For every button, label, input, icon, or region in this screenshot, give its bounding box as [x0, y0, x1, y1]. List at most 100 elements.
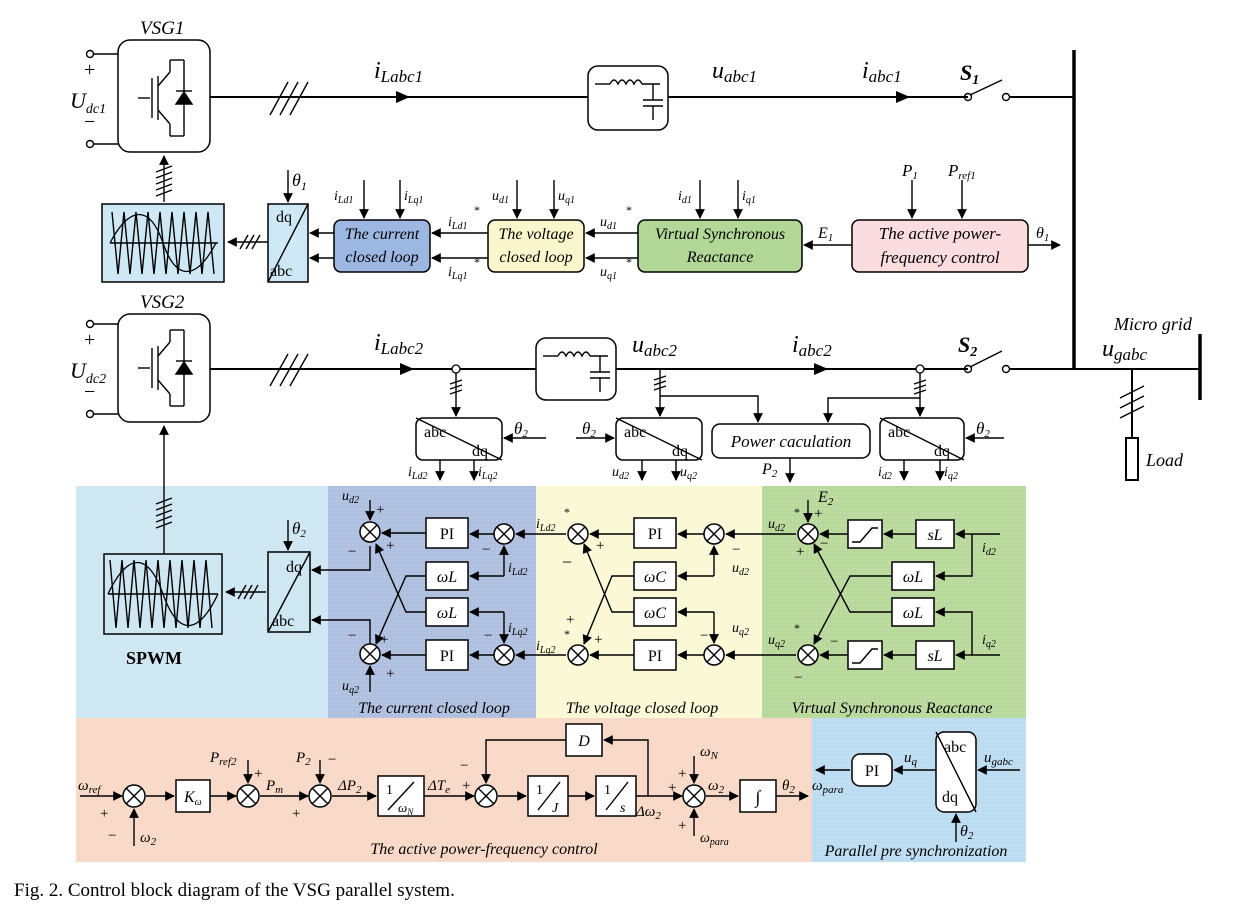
svg-text:−: −: [820, 536, 828, 552]
svg-text:+: +: [84, 59, 95, 81]
svg-text:−: −: [484, 628, 492, 644]
svg-text:+: +: [566, 612, 574, 628]
svg-text:*: *: [626, 203, 632, 217]
spwm-label: SPWM: [126, 648, 182, 668]
svg-text:P2: P2: [295, 750, 311, 768]
svg-text:Kω: Kω: [183, 789, 202, 808]
svg-text:ωref: ωref: [78, 778, 102, 796]
svg-text:ωC: ωC: [644, 569, 666, 586]
svg-text:iLq2: iLq2: [508, 621, 527, 638]
svg-text:*: *: [474, 203, 480, 217]
svg-text:−: −: [348, 544, 356, 560]
svg-text:−: −: [700, 628, 708, 644]
svg-text:ΔTe: ΔTe: [427, 778, 450, 796]
svg-text:*: *: [626, 255, 632, 269]
svg-text:sL: sL: [927, 648, 942, 665]
svg-text:−: −: [84, 381, 95, 403]
omegaL-current-2-box: [425, 597, 469, 627]
svg-text:θ1: θ1: [1036, 225, 1049, 244]
svg-text:dq: dq: [472, 443, 488, 460]
vsg1-title: VSG1: [140, 18, 184, 39]
apfc-title: The active power-frequency control: [370, 841, 598, 858]
svg-text:−: −: [328, 752, 336, 768]
svg-text:uq1: uq1: [558, 189, 575, 206]
svg-text:Δω2: Δω2: [635, 804, 661, 822]
svg-text:abc: abc: [272, 613, 294, 630]
svg-text:−: −: [460, 758, 468, 774]
svg-text:abc: abc: [888, 424, 910, 441]
voltage-loop1-box: [487, 219, 585, 273]
svg-text:id1: id1: [678, 189, 692, 206]
svg-text:PI: PI: [440, 648, 454, 665]
inv-s-box: [595, 775, 637, 817]
svg-text:+: +: [84, 329, 95, 351]
micro-grid-label: Micro grid: [1113, 314, 1193, 334]
vsr-loop-title: Virtual Synchronous Reactance: [792, 700, 993, 717]
igbt1-icon: [138, 59, 194, 137]
svg-text:Reactance: Reactance: [686, 249, 754, 266]
svg-text:+: +: [292, 806, 300, 822]
vsr1-box: [637, 219, 803, 273]
svg-text:E2: E2: [817, 489, 834, 508]
svg-text:iLd2: iLd2: [508, 561, 527, 578]
svg-text:−: −: [794, 670, 802, 686]
omegaC-1-box: [633, 561, 677, 591]
svg-text:1: 1: [536, 783, 543, 798]
svg-text:PI: PI: [440, 526, 454, 543]
figure-caption: Fig. 2. Control block diagram of the VSG…: [14, 880, 455, 901]
svg-text:iq2: iq2: [982, 633, 996, 650]
svg-text:D: D: [577, 733, 590, 750]
svg-text:*: *: [564, 627, 570, 641]
svg-text:abc: abc: [944, 739, 966, 756]
svg-text:abc: abc: [424, 424, 446, 441]
svg-text:*: *: [474, 255, 480, 269]
svg-text:abc: abc: [624, 424, 646, 441]
svg-text:ω2: ω2: [708, 778, 725, 796]
svg-text:PI: PI: [648, 526, 662, 543]
svg-text:iLd2: iLd2: [536, 517, 555, 534]
udc1-label: Udc1: [70, 88, 106, 117]
omegaL-current-1-box: [425, 561, 469, 591]
svg-text:The current: The current: [345, 226, 420, 243]
ugabc-label: ugabc: [1102, 336, 1148, 364]
svg-text:−: −: [482, 542, 490, 558]
omegaL-vsr-2-box: [891, 597, 935, 627]
svg-text:s: s: [620, 801, 626, 816]
svg-text:dq: dq: [276, 209, 292, 226]
iLabc2-label: iLabc2: [374, 330, 424, 358]
svg-text:ωN: ωN: [398, 800, 414, 817]
iabc1-label: iabc1: [862, 58, 902, 86]
svg-text:−: −: [830, 634, 838, 650]
vsg2-title: VSG2: [140, 292, 185, 313]
svg-text:ud2: ud2: [342, 489, 359, 506]
svg-text:ugabc: ugabc: [984, 750, 1013, 768]
inverter1-box: [117, 39, 211, 153]
svg-text:ud1: ud1: [600, 215, 617, 232]
svg-text:uq: uq: [904, 750, 918, 768]
s1-label: S1: [960, 60, 979, 88]
spwm2-waveform-icon: [107, 559, 219, 629]
D-box: [565, 723, 603, 757]
svg-text:Pref1: Pref1: [947, 161, 976, 182]
svg-text:−: −: [348, 628, 356, 644]
lc-filter2-icon: [543, 351, 610, 392]
svg-text:−: −: [84, 111, 95, 133]
svg-text:iLd1: iLd1: [334, 189, 353, 206]
svg-text:iq2: iq2: [944, 465, 958, 482]
spwm1-waveform-icon: [109, 211, 218, 275]
pi-voltage-d-box: [633, 517, 677, 549]
svg-text:θ2: θ2: [582, 419, 596, 440]
svg-text:J: J: [552, 801, 559, 816]
svg-text:ωL: ωL: [903, 569, 923, 586]
svg-text:ΔP2: ΔP2: [337, 778, 362, 796]
udc2-label: Udc2: [70, 358, 106, 387]
svg-text:The voltage: The voltage: [498, 226, 573, 243]
svg-text:+: +: [594, 632, 602, 648]
apfc1-box: [851, 219, 1029, 273]
svg-text:uq2: uq2: [768, 633, 785, 650]
svg-text:+: +: [814, 506, 822, 522]
load-label: Load: [1145, 450, 1184, 470]
svg-text:θ2: θ2: [976, 419, 990, 440]
voltage-loop-title: The voltage closed loop: [566, 700, 718, 717]
svg-text:closed loop: closed loop: [499, 249, 572, 266]
